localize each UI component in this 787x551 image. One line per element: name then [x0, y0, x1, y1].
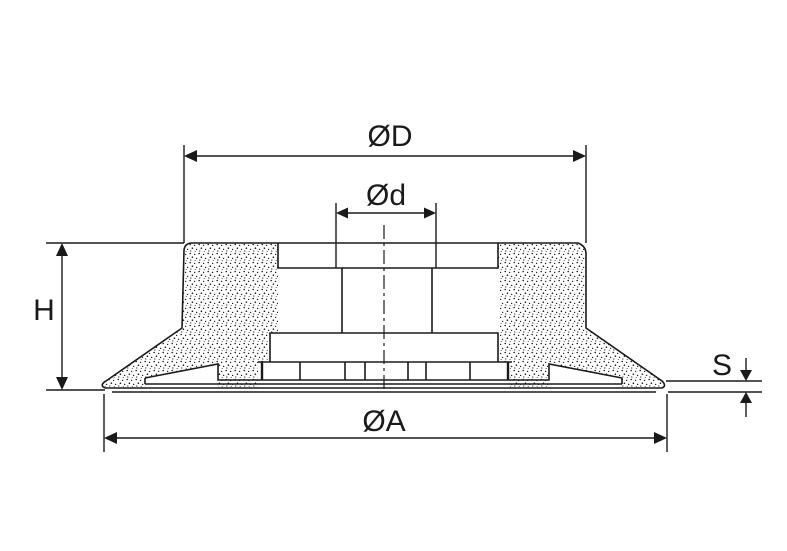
outer-diameter-label: ØD: [368, 120, 413, 153]
dimension-bore-diameter: Ød: [335, 179, 437, 268]
height-label: H: [33, 294, 55, 327]
abrasive-section: [102, 243, 664, 388]
dimension-base-diameter: ØA: [103, 394, 668, 452]
dimension-layer-thickness: S: [666, 349, 762, 417]
dimension-outer-diameter: ØD: [183, 120, 587, 243]
bore-diameter-label: Ød: [366, 179, 406, 212]
dimension-height: H: [33, 242, 184, 391]
layer-thickness-label: S: [712, 349, 732, 382]
base-diameter-label: ØA: [362, 405, 405, 438]
